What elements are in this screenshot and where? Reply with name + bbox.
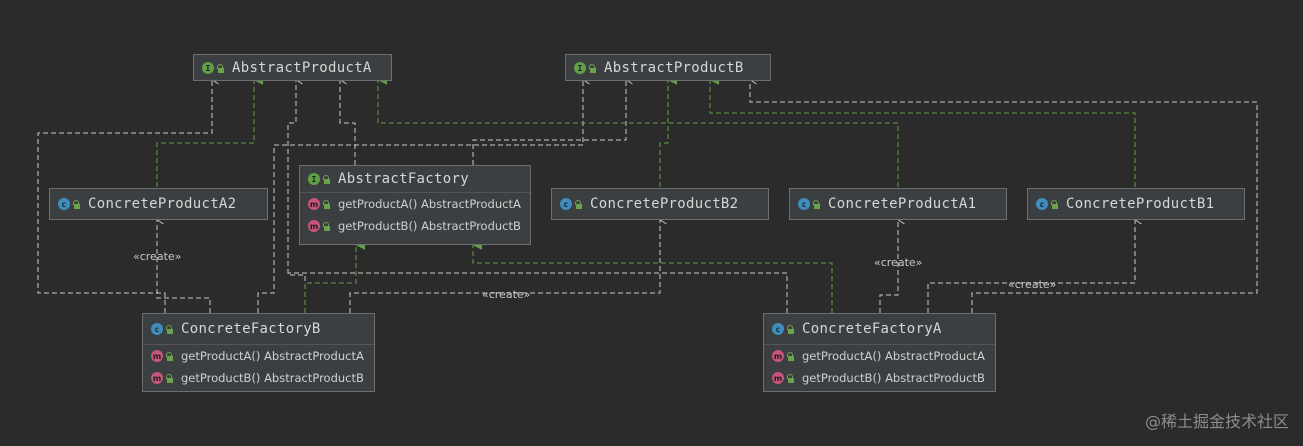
public-lock-icon [813, 199, 820, 209]
node-title: ConcreteProductA2 [88, 196, 237, 212]
impl-productb1-to-productb [709, 80, 1136, 187]
abstract-product-a-node[interactable]: I AbstractProductA [193, 54, 392, 81]
node-title: AbstractProductA [232, 60, 372, 76]
method-row[interactable]: m getProductA() AbstractProductA [300, 192, 530, 215]
class-icon: c [772, 323, 784, 335]
interface-icon: I [202, 62, 214, 74]
create-label: «create» [1008, 278, 1057, 291]
public-lock-icon [166, 324, 173, 334]
method-row[interactable]: m getProductB() AbstractProductB [300, 215, 530, 237]
method-signature: getProductA() AbstractProductA [802, 349, 985, 363]
method-icon: m [772, 350, 784, 362]
node-title: AbstractFactory [338, 171, 469, 187]
method-signature: getProductB() AbstractProductB [338, 219, 521, 233]
dep-abstractfactory-to-productb [472, 75, 633, 165]
interface-icon: I [574, 62, 586, 74]
node-title: ConcreteProductB1 [1066, 196, 1215, 212]
method-row[interactable]: m getProductB() AbstractProductB [764, 367, 995, 389]
public-lock-icon [166, 373, 173, 383]
public-lock-icon [217, 63, 224, 73]
concrete-product-b2-node[interactable]: c ConcreteProductB2 [551, 188, 769, 220]
dep-factorya-to-productb1 [927, 215, 1142, 313]
method-signature: getProductA() AbstractProductA [181, 349, 364, 363]
method-icon: m [772, 372, 784, 384]
node-title: ConcreteFactoryA [802, 321, 942, 337]
method-signature: getProductB() AbstractProductB [802, 371, 985, 385]
method-signature: getProductB() AbstractProductB [181, 371, 364, 385]
method-icon: m [151, 372, 163, 384]
impl-productb2-to-productb [659, 80, 668, 187]
node-title: ConcreteProductB2 [590, 196, 739, 212]
node-title: AbstractProductB [604, 60, 744, 76]
dep-factorya-to-producta [288, 272, 788, 313]
method-row[interactable]: m getProductA() AbstractProductA [143, 344, 374, 367]
create-label: «create» [133, 250, 182, 263]
class-icon: c [58, 198, 70, 210]
dep-factoryb-to-producta-mid [287, 75, 306, 313]
public-lock-icon [787, 351, 794, 361]
concrete-product-a1-node[interactable]: c ConcreteProductA1 [789, 188, 1007, 220]
interface-icon: I [308, 173, 320, 185]
dep-factoryb-to-producta-outer [37, 75, 219, 313]
impl-factorya-to-abstractfactory [472, 245, 833, 313]
class-icon: c [1036, 198, 1048, 210]
concrete-factory-a-node[interactable]: c ConcreteFactoryA m getProductA() Abstrac… [763, 313, 996, 392]
class-icon: c [151, 323, 163, 335]
node-title: ConcreteFactoryB [181, 321, 321, 337]
class-icon: c [560, 198, 572, 210]
public-lock-icon [1051, 199, 1058, 209]
public-lock-icon [323, 174, 330, 184]
method-row[interactable]: m getProductB() AbstractProductB [143, 367, 374, 389]
watermark: @稀土掘金技术社区 [1144, 412, 1289, 431]
dep-factorya-to-producta1 [879, 215, 905, 313]
abstract-product-b-node[interactable]: I AbstractProductB [565, 54, 771, 81]
dep-factoryb-to-productb2 [349, 215, 667, 313]
node-title: ConcreteProductA1 [828, 196, 977, 212]
public-lock-icon [323, 221, 330, 231]
method-icon: m [308, 198, 320, 210]
class-icon: c [798, 198, 810, 210]
method-signature: getProductA() AbstractProductA [338, 197, 521, 211]
public-lock-icon [166, 351, 173, 361]
dep-factoryb-to-productb [257, 75, 590, 313]
impl-producta2-to-producta [156, 80, 254, 187]
abstract-factory-node[interactable]: I AbstractFactory m getProductA() Abstract… [299, 165, 531, 245]
public-lock-icon [589, 63, 596, 73]
create-label: «create» [482, 288, 531, 301]
public-lock-icon [73, 199, 80, 209]
create-label: «create» [874, 256, 923, 269]
concrete-product-a2-node[interactable]: c ConcreteProductA2 [49, 188, 268, 220]
method-row[interactable]: m getProductA() AbstractProductA [764, 344, 995, 367]
concrete-factory-b-node[interactable]: c ConcreteFactoryB m getProductA() Abstrac… [142, 313, 375, 392]
dep-factorya-to-productb-outer [749, 75, 1258, 313]
dep-abstractfactory-to-producta [339, 75, 356, 165]
public-lock-icon [787, 324, 794, 334]
public-lock-icon [787, 373, 794, 383]
method-icon: m [308, 220, 320, 232]
dep-factoryb-to-producta2 [156, 215, 211, 313]
impl-producta1-to-producta [377, 80, 899, 187]
public-lock-icon [575, 199, 582, 209]
concrete-product-b1-node[interactable]: c ConcreteProductB1 [1027, 188, 1245, 220]
impl-factoryb-to-abstractfactory [304, 245, 356, 313]
public-lock-icon [323, 199, 330, 209]
method-icon: m [151, 350, 163, 362]
